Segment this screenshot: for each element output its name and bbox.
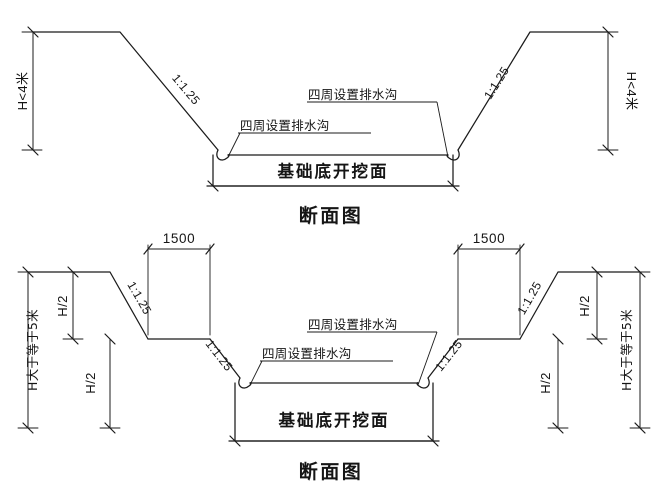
figure-2-lower-half-tick-left-top: [104, 333, 116, 345]
figure-2-upper-half-label-right: H/2: [577, 295, 592, 316]
figure-2-ditch-leader-upper: [417, 331, 438, 386]
figure-2-bench-dim-tick-right-b: [515, 243, 525, 255]
figure-2-total-height-label-left: H大于等于5米: [25, 309, 40, 391]
figure-2-upper-half-label-left: H/2: [55, 295, 70, 316]
figure-2-bench-width-right: 1500: [473, 231, 505, 246]
figure-2-foundation-tick-left: [229, 435, 241, 447]
figure-2-lower-slope-left: [209, 338, 241, 379]
figure-1-ditch-left: [216, 149, 230, 161]
figure-2-ditch-label-lower: 四周设置排水沟: [262, 346, 352, 361]
figure-2-ditch-leader-lower: [249, 360, 263, 386]
figure-2-ditch-left: [238, 377, 252, 389]
figure-1-foundation-tick-right: [447, 180, 459, 192]
figure-2-slope-label-upper-left: 1:1.25: [124, 279, 154, 317]
figure-1-ditch-label-upper: 四周设置排水沟: [308, 87, 398, 102]
figure-2-title: 断面图: [299, 460, 364, 483]
figure-2-ditch-right: [416, 377, 430, 389]
figure-2-bench-dim-tick-right-a: [453, 243, 463, 255]
figure-1-foundation-tick-left: [207, 180, 219, 192]
figure-1-ditch-leader-lower: [227, 132, 241, 158]
figure-2-slope-label-lower-left: 1:1.25: [203, 337, 236, 374]
figure-1-height-label-left: H<4米: [15, 72, 30, 111]
figure-2-slope-label-lower-right: 1:1.25: [432, 337, 465, 374]
figure-1-right-slope: [457, 31, 609, 151]
figure-2-lower-half-label-left: H/2: [83, 372, 98, 393]
figure-1-slope-label-left: 1:1.25: [169, 71, 203, 107]
figure-1-group: H<4米 H<4米 1:1.25 1:1.25 四周设置排水沟 四周设置排水沟 …: [15, 26, 639, 227]
figure-1-bottom-label: 基础底开挖面: [278, 161, 389, 181]
figure-2-bench-width-left: 1500: [163, 231, 195, 246]
figure-2-lower-slope-right: [427, 338, 459, 379]
figure-2-bench-dim-tick-left-a: [143, 243, 153, 255]
figure-2-slope-label-upper-right: 1:1.25: [515, 279, 545, 317]
figure-1-slope-label-right: 1:1.25: [481, 64, 512, 102]
figure-2-lower-half-label-right: H/2: [538, 372, 553, 393]
figure-2-bottom-label: 基础底开挖面: [279, 410, 390, 430]
figure-2-ditch-label-upper: 四周设置排水沟: [308, 317, 398, 332]
figure-2-foundation-tick-right: [427, 435, 439, 447]
figure-1-ditch-leader-upper: [436, 101, 449, 158]
figure-2-bench-dim-tick-left-b: [205, 243, 215, 255]
figure-1-excavation-profile: [32, 31, 219, 151]
figure-2-group: 1500 1500 H大于等于5米 H/2: [17, 231, 651, 483]
figure-2-profile-right: [519, 271, 641, 340]
figure-2-total-height-label-right: H大于等于5米: [619, 309, 634, 391]
figure-1-height-label-right: H<4米: [624, 72, 639, 111]
figure-1-ditch-label-lower: 四周设置排水沟: [240, 118, 330, 133]
figure-2-lower-half-tick-right-top: [552, 333, 564, 345]
figure-2-profile-left: [27, 271, 149, 340]
figure-1-title: 断面图: [299, 204, 364, 227]
